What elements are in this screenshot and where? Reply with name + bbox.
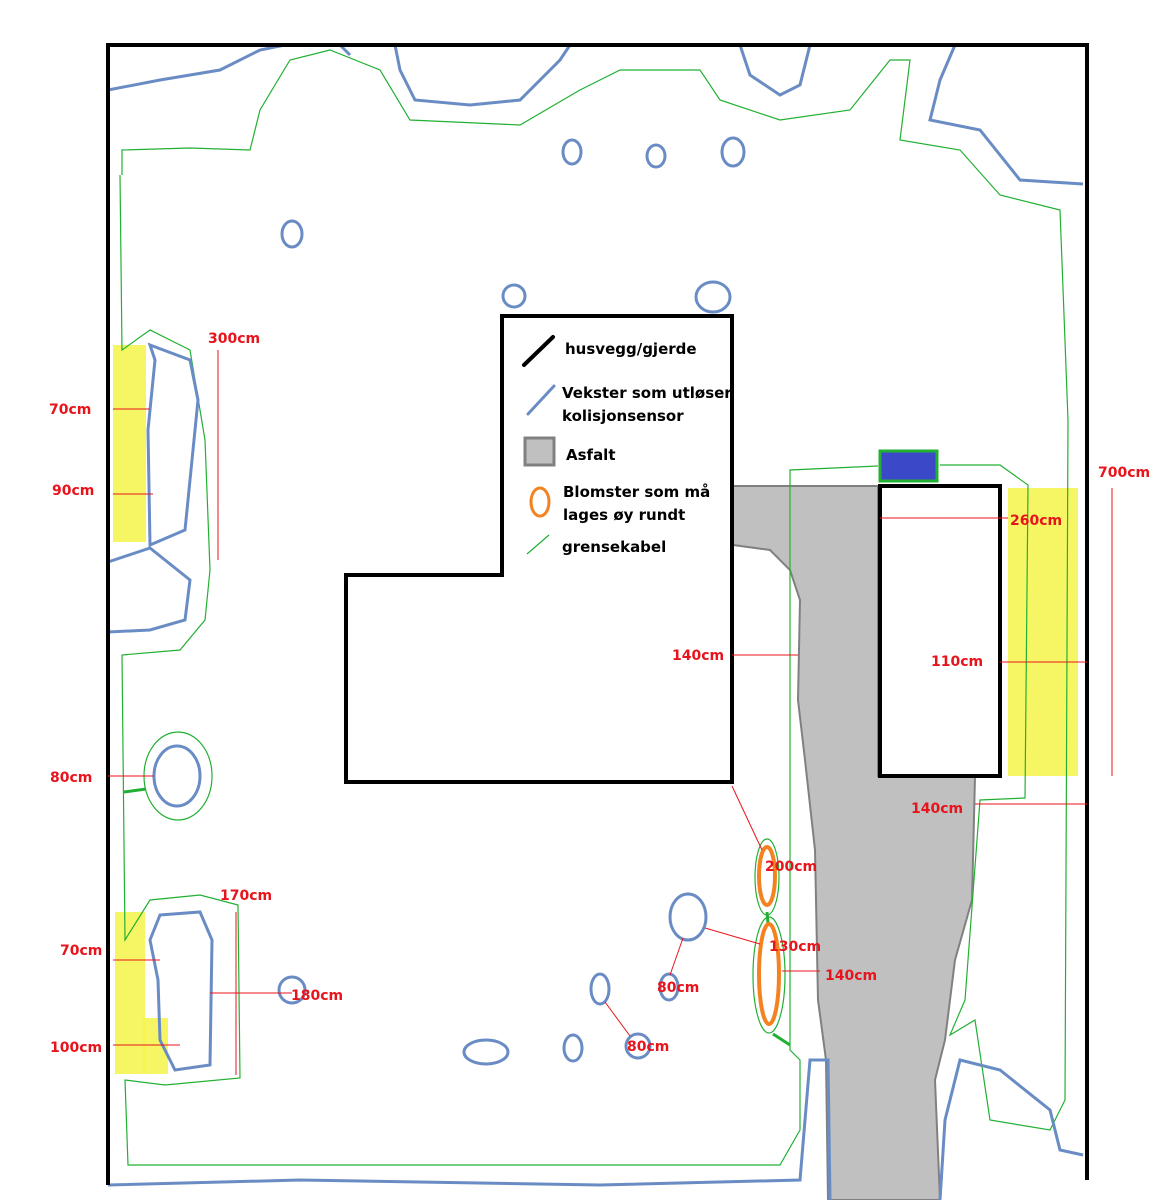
walls-fences bbox=[106, 43, 1089, 1185]
yellow-bed-left-bottom bbox=[115, 912, 145, 1074]
label-house-to-asphalt: 140cm bbox=[672, 648, 724, 664]
legend: husvegg/gjerde Vekster som utløser kolis… bbox=[522, 335, 732, 556]
flower-island-bottom bbox=[757, 922, 781, 1026]
legend-wall-label: husvegg/gjerde bbox=[565, 340, 697, 358]
legend-wall-swatch bbox=[522, 335, 555, 367]
label-flower-to-asphalt: 140cm bbox=[825, 968, 877, 984]
legend-plant-label-2: kolisjonsensor bbox=[562, 407, 684, 425]
yellow-bed-left-top bbox=[113, 345, 146, 542]
label-left-bed-width-bottom: 90cm bbox=[52, 483, 94, 499]
label-round-plant: 80cm bbox=[50, 770, 92, 786]
label-shed-top: 260cm bbox=[1010, 513, 1062, 529]
legend-plant-swatch bbox=[526, 384, 556, 416]
charging-station bbox=[878, 449, 939, 483]
label-lower-bed-to-plant: 180cm bbox=[291, 988, 343, 1004]
label-left-bed-length: 300cm bbox=[208, 331, 260, 347]
label-lower-bed-width-top: 70cm bbox=[60, 943, 102, 959]
legend-asphalt-swatch bbox=[523, 436, 556, 467]
label-flower-top: 200cm bbox=[765, 859, 817, 875]
legend-plant-label-1: Vekster som utløser bbox=[562, 384, 732, 402]
label-lower-bed-width-bottom: 100cm bbox=[50, 1040, 102, 1056]
label-left-bed-width-top: 70cm bbox=[49, 402, 91, 418]
legend-cable-swatch bbox=[526, 534, 550, 555]
label-shed-to-bed: 110cm bbox=[931, 654, 983, 670]
asphalt-area bbox=[732, 485, 977, 1200]
label-shed-bottom: 140cm bbox=[911, 801, 963, 817]
label-flower-bottom-gap: 130cm bbox=[769, 939, 821, 955]
label-plant-gap-1: 80cm bbox=[657, 980, 699, 996]
legend-flower-swatch bbox=[529, 486, 551, 518]
label-plant-gap-2: 80cm bbox=[627, 1039, 669, 1055]
legend-asphalt-label: Asfalt bbox=[566, 446, 616, 464]
legend-flower-label-2: lages øy rundt bbox=[563, 506, 685, 524]
measurement-lines bbox=[108, 350, 1113, 1075]
flower-island-top bbox=[757, 845, 777, 907]
legend-flower-label-1: Blomster som må bbox=[563, 483, 710, 501]
boundary-cable bbox=[119, 49, 1069, 1166]
label-right-bed-length: 700cm bbox=[1098, 465, 1150, 481]
label-lower-bed-length: 170cm bbox=[220, 888, 272, 904]
legend-cable-label: grensekabel bbox=[562, 538, 666, 556]
